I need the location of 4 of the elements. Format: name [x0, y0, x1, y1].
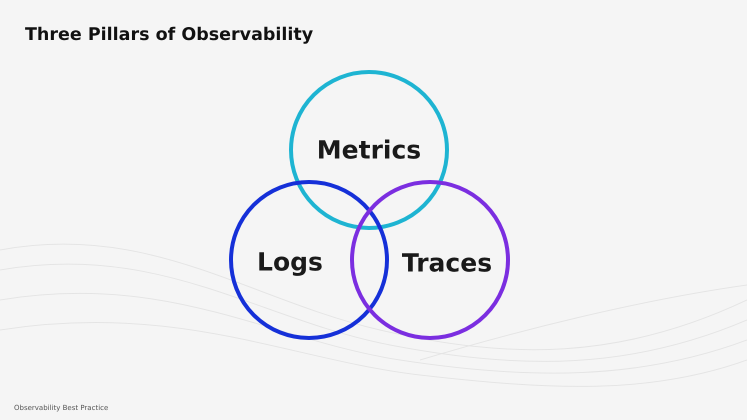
circle-label: Traces: [402, 248, 492, 278]
circle-label: Metrics: [316, 136, 422, 164]
slide-title: Three Pillars of Observability: [25, 25, 314, 45]
circle-label: Logs: [257, 248, 323, 276]
